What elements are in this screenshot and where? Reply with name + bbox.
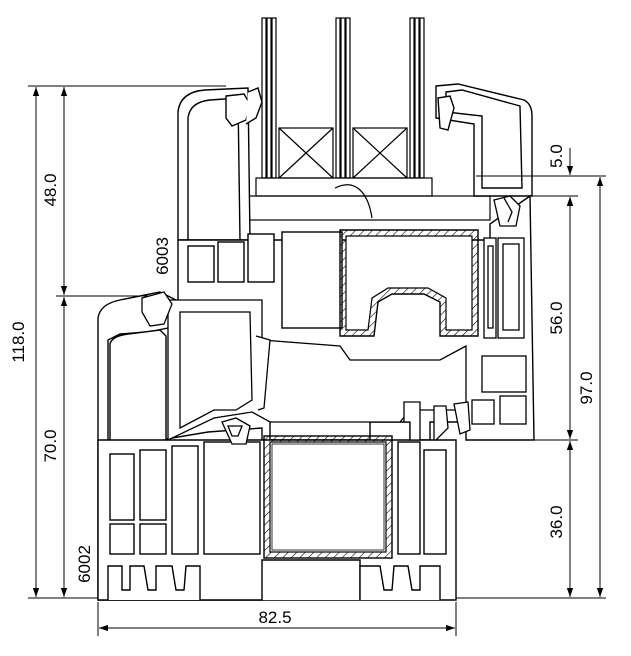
sash-gasket xyxy=(471,195,527,425)
frame-steel-reinforcement xyxy=(263,435,393,559)
dim-frame-lower-height: 70.0 xyxy=(41,429,60,462)
sash-steel-reinforcement xyxy=(339,229,479,337)
dim-overall-width: 82.5 xyxy=(258,608,291,627)
dim-overall-height: 118.0 xyxy=(9,321,28,362)
dim-right-lower: 36.0 xyxy=(547,505,566,538)
dim-sash-section: 56.0 xyxy=(547,301,566,334)
glazing-unit xyxy=(243,17,491,221)
dimension-labels: 118.0 48.0 70.0 82.5 5.0 56.0 97.0 36.0 … xyxy=(9,144,596,627)
dimension-lines xyxy=(28,85,606,636)
dim-glass-offset: 5.0 xyxy=(547,144,566,168)
dim-right-total: 97.0 xyxy=(577,371,596,404)
profile-code-sash: 6003 xyxy=(153,237,172,275)
profile-code-frame: 6002 xyxy=(75,545,94,583)
dim-sash-upper-height: 48.0 xyxy=(41,173,60,206)
hardware-channel xyxy=(141,291,471,445)
